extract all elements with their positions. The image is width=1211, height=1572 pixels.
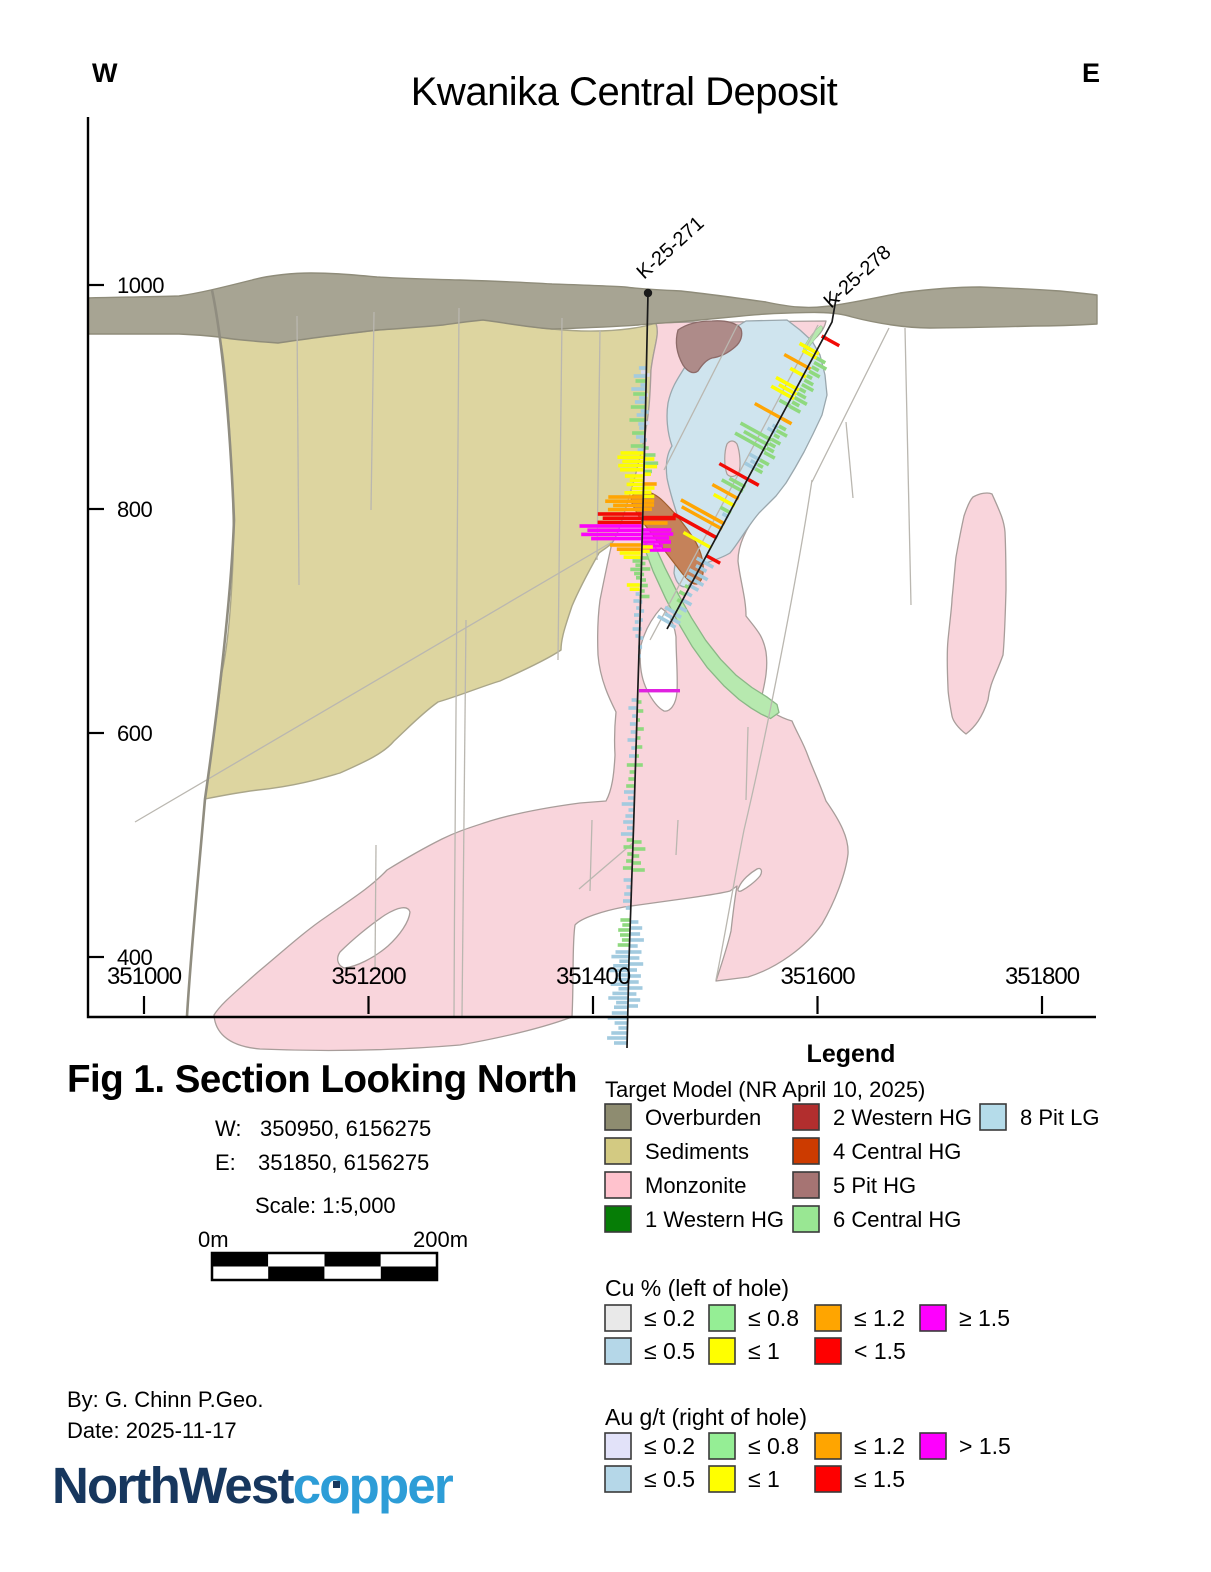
svg-text:351400: 351400 (556, 963, 631, 990)
svg-text:≤ 1: ≤ 1 (748, 1466, 780, 1492)
svg-text:351600: 351600 (780, 963, 855, 990)
svg-text:> 1.5: > 1.5 (959, 1433, 1011, 1459)
svg-text:4 Central HG: 4 Central HG (833, 1139, 961, 1164)
svg-text:≤ 0.2: ≤ 0.2 (644, 1433, 695, 1459)
svg-text:≤ 1.5: ≤ 1.5 (854, 1466, 905, 1492)
svg-text:Kwanika Central Deposit: Kwanika Central Deposit (411, 70, 838, 114)
svg-text:≤ 0.5: ≤ 0.5 (644, 1466, 695, 1492)
svg-text:351800: 351800 (1005, 963, 1080, 990)
svg-text:W: W (92, 58, 118, 88)
svg-text:≤ 1.2: ≤ 1.2 (854, 1433, 905, 1459)
svg-text:Au g/t (right of hole): Au g/t (right of hole) (605, 1404, 807, 1430)
svg-text:Monzonite: Monzonite (645, 1173, 747, 1198)
svg-text:< 1.5: < 1.5 (854, 1338, 906, 1364)
svg-text:≤ 0.8: ≤ 0.8 (748, 1433, 799, 1459)
svg-text:800: 800 (117, 497, 152, 522)
svg-text:W:: W: (215, 1116, 241, 1141)
svg-text:NorthWestcopper: NorthWestcopper (52, 1457, 454, 1514)
svg-text:Legend: Legend (807, 1040, 896, 1068)
svg-text:Cu % (left of hole): Cu % (left of hole) (605, 1275, 789, 1301)
svg-text:≤ 0.2: ≤ 0.2 (644, 1305, 695, 1331)
svg-text:Sediments: Sediments (645, 1139, 749, 1164)
svg-text:600: 600 (117, 721, 152, 746)
svg-text:E: E (1082, 58, 1100, 88)
svg-text:By: G. Chinn P.Geo.: By: G. Chinn P.Geo. (67, 1387, 263, 1412)
svg-text:351850, 6156275: 351850, 6156275 (258, 1150, 429, 1175)
svg-text:0m: 0m (198, 1227, 229, 1252)
svg-text:≤ 0.8: ≤ 0.8 (748, 1305, 799, 1331)
svg-text:≤ 0.5: ≤ 0.5 (644, 1338, 695, 1364)
svg-text:Scale: 1:5,000: Scale: 1:5,000 (255, 1193, 396, 1218)
svg-text:351200: 351200 (331, 963, 406, 990)
svg-text:1 Western HG: 1 Western HG (645, 1207, 784, 1232)
svg-text:8 Pit LG: 8 Pit LG (1020, 1105, 1099, 1130)
svg-text:5 Pit HG: 5 Pit HG (833, 1173, 916, 1198)
svg-text:≤ 1.2: ≤ 1.2 (854, 1305, 905, 1331)
svg-text:≤ 1: ≤ 1 (748, 1338, 780, 1364)
svg-text:E:: E: (215, 1150, 236, 1175)
svg-text:Overburden: Overburden (645, 1105, 761, 1130)
svg-text:351000: 351000 (107, 963, 182, 990)
svg-text:≥ 1.5: ≥ 1.5 (959, 1305, 1010, 1331)
svg-text:2 Western HG: 2 Western HG (833, 1105, 972, 1130)
svg-text:200m: 200m (413, 1227, 468, 1252)
svg-text:400: 400 (117, 945, 152, 970)
svg-text:Date: 2025-11-17: Date: 2025-11-17 (67, 1418, 237, 1443)
svg-text:6 Central HG: 6 Central HG (833, 1207, 961, 1232)
svg-text:Target Model (NR April 10, 202: Target Model (NR April 10, 2025) (605, 1077, 925, 1102)
svg-text:Fig 1. Section Looking North: Fig 1. Section Looking North (67, 1058, 577, 1101)
svg-text:350950, 6156275: 350950, 6156275 (260, 1116, 431, 1141)
svg-text:1000: 1000 (117, 273, 164, 298)
